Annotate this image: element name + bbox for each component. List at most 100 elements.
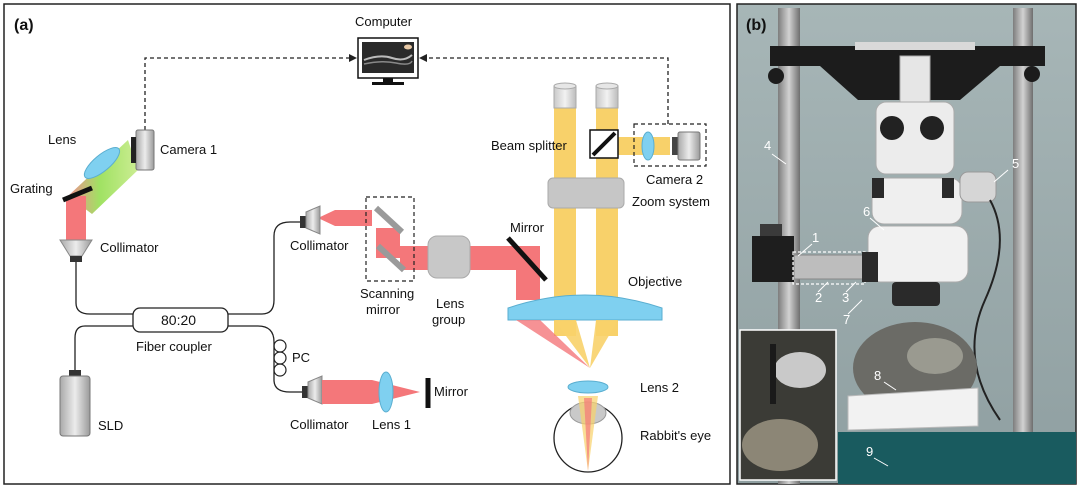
camera1-icon <box>131 129 155 171</box>
pole-knob-left <box>768 68 784 84</box>
computer-label: Computer <box>355 14 413 29</box>
converge-vis-left <box>554 320 590 368</box>
inset-probe <box>770 344 776 404</box>
data-link-lines <box>144 57 669 130</box>
pole-knob-right <box>1024 66 1040 82</box>
rabbit-eye-icon <box>553 396 623 473</box>
scanning-label: Scanning <box>360 286 414 301</box>
camera-cable <box>973 199 1001 421</box>
scanning-mirror-1 <box>373 205 405 235</box>
zoom-system-label: Zoom system <box>632 194 710 209</box>
collimator-ref-label: Collimator <box>290 417 349 432</box>
callout-2: 2 <box>815 290 822 305</box>
objective-lens-cap <box>892 282 940 306</box>
pc-loops-icon <box>273 339 287 377</box>
converge-vis-right <box>590 320 618 368</box>
panel-a: (a) Computer Lens Camera 1 Gr <box>3 3 731 485</box>
sample-arm-beam-3 <box>400 246 430 270</box>
reference-arm-beam <box>322 380 420 404</box>
sample-arm-beam-5 <box>516 246 540 300</box>
sample-arm-beam-4 <box>468 246 518 270</box>
camera2-icon <box>672 131 701 161</box>
objective-optic <box>507 294 663 321</box>
collimator-sample-icon <box>300 205 321 235</box>
inset-rabbit <box>742 419 818 471</box>
scan-head <box>752 236 794 282</box>
collimator-left-icon <box>59 239 93 262</box>
lens2-optic <box>567 380 609 394</box>
zoom-system-icon <box>547 177 625 209</box>
beam-splitter-diagonal <box>591 131 617 157</box>
inset-hand <box>774 352 826 388</box>
lens2-label: Lens 2 <box>640 380 679 395</box>
fiber-coupler-box <box>132 307 229 333</box>
callout-6: 6 <box>863 204 870 219</box>
eyepiece-left <box>880 116 904 140</box>
reference-mirror-label: Mirror <box>434 384 469 399</box>
callout-3: 3 <box>842 290 849 305</box>
scan-mount <box>862 252 878 282</box>
scan-arm <box>793 254 865 280</box>
grating-to-collimator-beam <box>66 196 86 240</box>
callout-9: 9 <box>866 444 873 459</box>
panel-b-photo: (b) 1 2 3 4 5 6 7 8 9 <box>736 3 1077 485</box>
rabbit-eye-label: Rabbit's eye <box>640 428 711 443</box>
camera2-dashed-box <box>633 123 707 167</box>
computer-icon <box>357 37 419 85</box>
stage-cloth <box>838 432 1076 484</box>
callout-7: 7 <box>843 312 850 327</box>
top-mirror-optic <box>506 236 548 282</box>
collimator-left-label: Collimator <box>100 240 159 255</box>
lens1-optic <box>378 371 394 413</box>
lens-optic <box>83 147 121 179</box>
zoom-body <box>871 177 963 225</box>
objective-label: Objective <box>628 274 682 289</box>
scanning-mirror-label: mirror <box>366 302 401 317</box>
beam-splitter-label: Beam splitter <box>491 138 568 153</box>
knob-right <box>942 178 954 198</box>
microscope-column <box>899 55 931 107</box>
camera2-lens-optic <box>641 131 655 161</box>
rabbit-holder <box>847 387 979 431</box>
sld-label: SLD <box>98 418 123 433</box>
arrow-to-computer-left <box>349 54 357 62</box>
scan-head-top <box>760 224 782 236</box>
panel-b-tag: (b) <box>746 17 766 34</box>
right-pole <box>1013 8 1033 484</box>
arrow-to-computer-right <box>419 54 427 62</box>
knob-left <box>872 178 884 198</box>
sld-icon <box>59 370 91 437</box>
coupler-ratio-label: 80:20 <box>161 312 196 328</box>
callout-lines <box>771 153 1009 467</box>
grating-label: Grating <box>10 181 53 196</box>
panel-a-tag: (a) <box>14 17 34 34</box>
camera2-label: Camera 2 <box>646 172 703 187</box>
vis-beam-right <box>596 106 618 336</box>
fiber-coupler-label: Fiber coupler <box>136 339 213 354</box>
lens-group-label-1: Lens <box>436 296 465 311</box>
eyepiece-tubes-icon <box>553 82 619 109</box>
top-plate <box>855 42 975 50</box>
collimator-sample-label: Collimator <box>290 238 349 253</box>
eyepiece-right <box>920 116 944 140</box>
scanning-mirror-dashed-box <box>365 196 415 282</box>
top-mirror-label: Mirror <box>510 220 545 235</box>
grating-optic <box>62 185 93 203</box>
rabbit-fur-highlight <box>907 338 963 374</box>
scanning-mirror-2 <box>375 243 407 273</box>
objective-body <box>867 225 969 283</box>
camera1-label: Camera 1 <box>160 142 217 157</box>
callout-8: 8 <box>874 368 881 383</box>
fiber-paths <box>74 221 302 393</box>
spectrum-beam <box>68 140 138 214</box>
converge-ir <box>516 320 590 368</box>
lens-group-label-2: group <box>432 312 465 327</box>
callout-1: 1 <box>812 230 819 245</box>
camera-side <box>959 171 997 203</box>
pc-label: PC <box>292 350 310 365</box>
lens-group-icon <box>427 235 471 279</box>
callout-5: 5 <box>1012 156 1019 171</box>
lens1-label: Lens 1 <box>372 417 411 432</box>
lens-label: Lens <box>48 132 77 147</box>
